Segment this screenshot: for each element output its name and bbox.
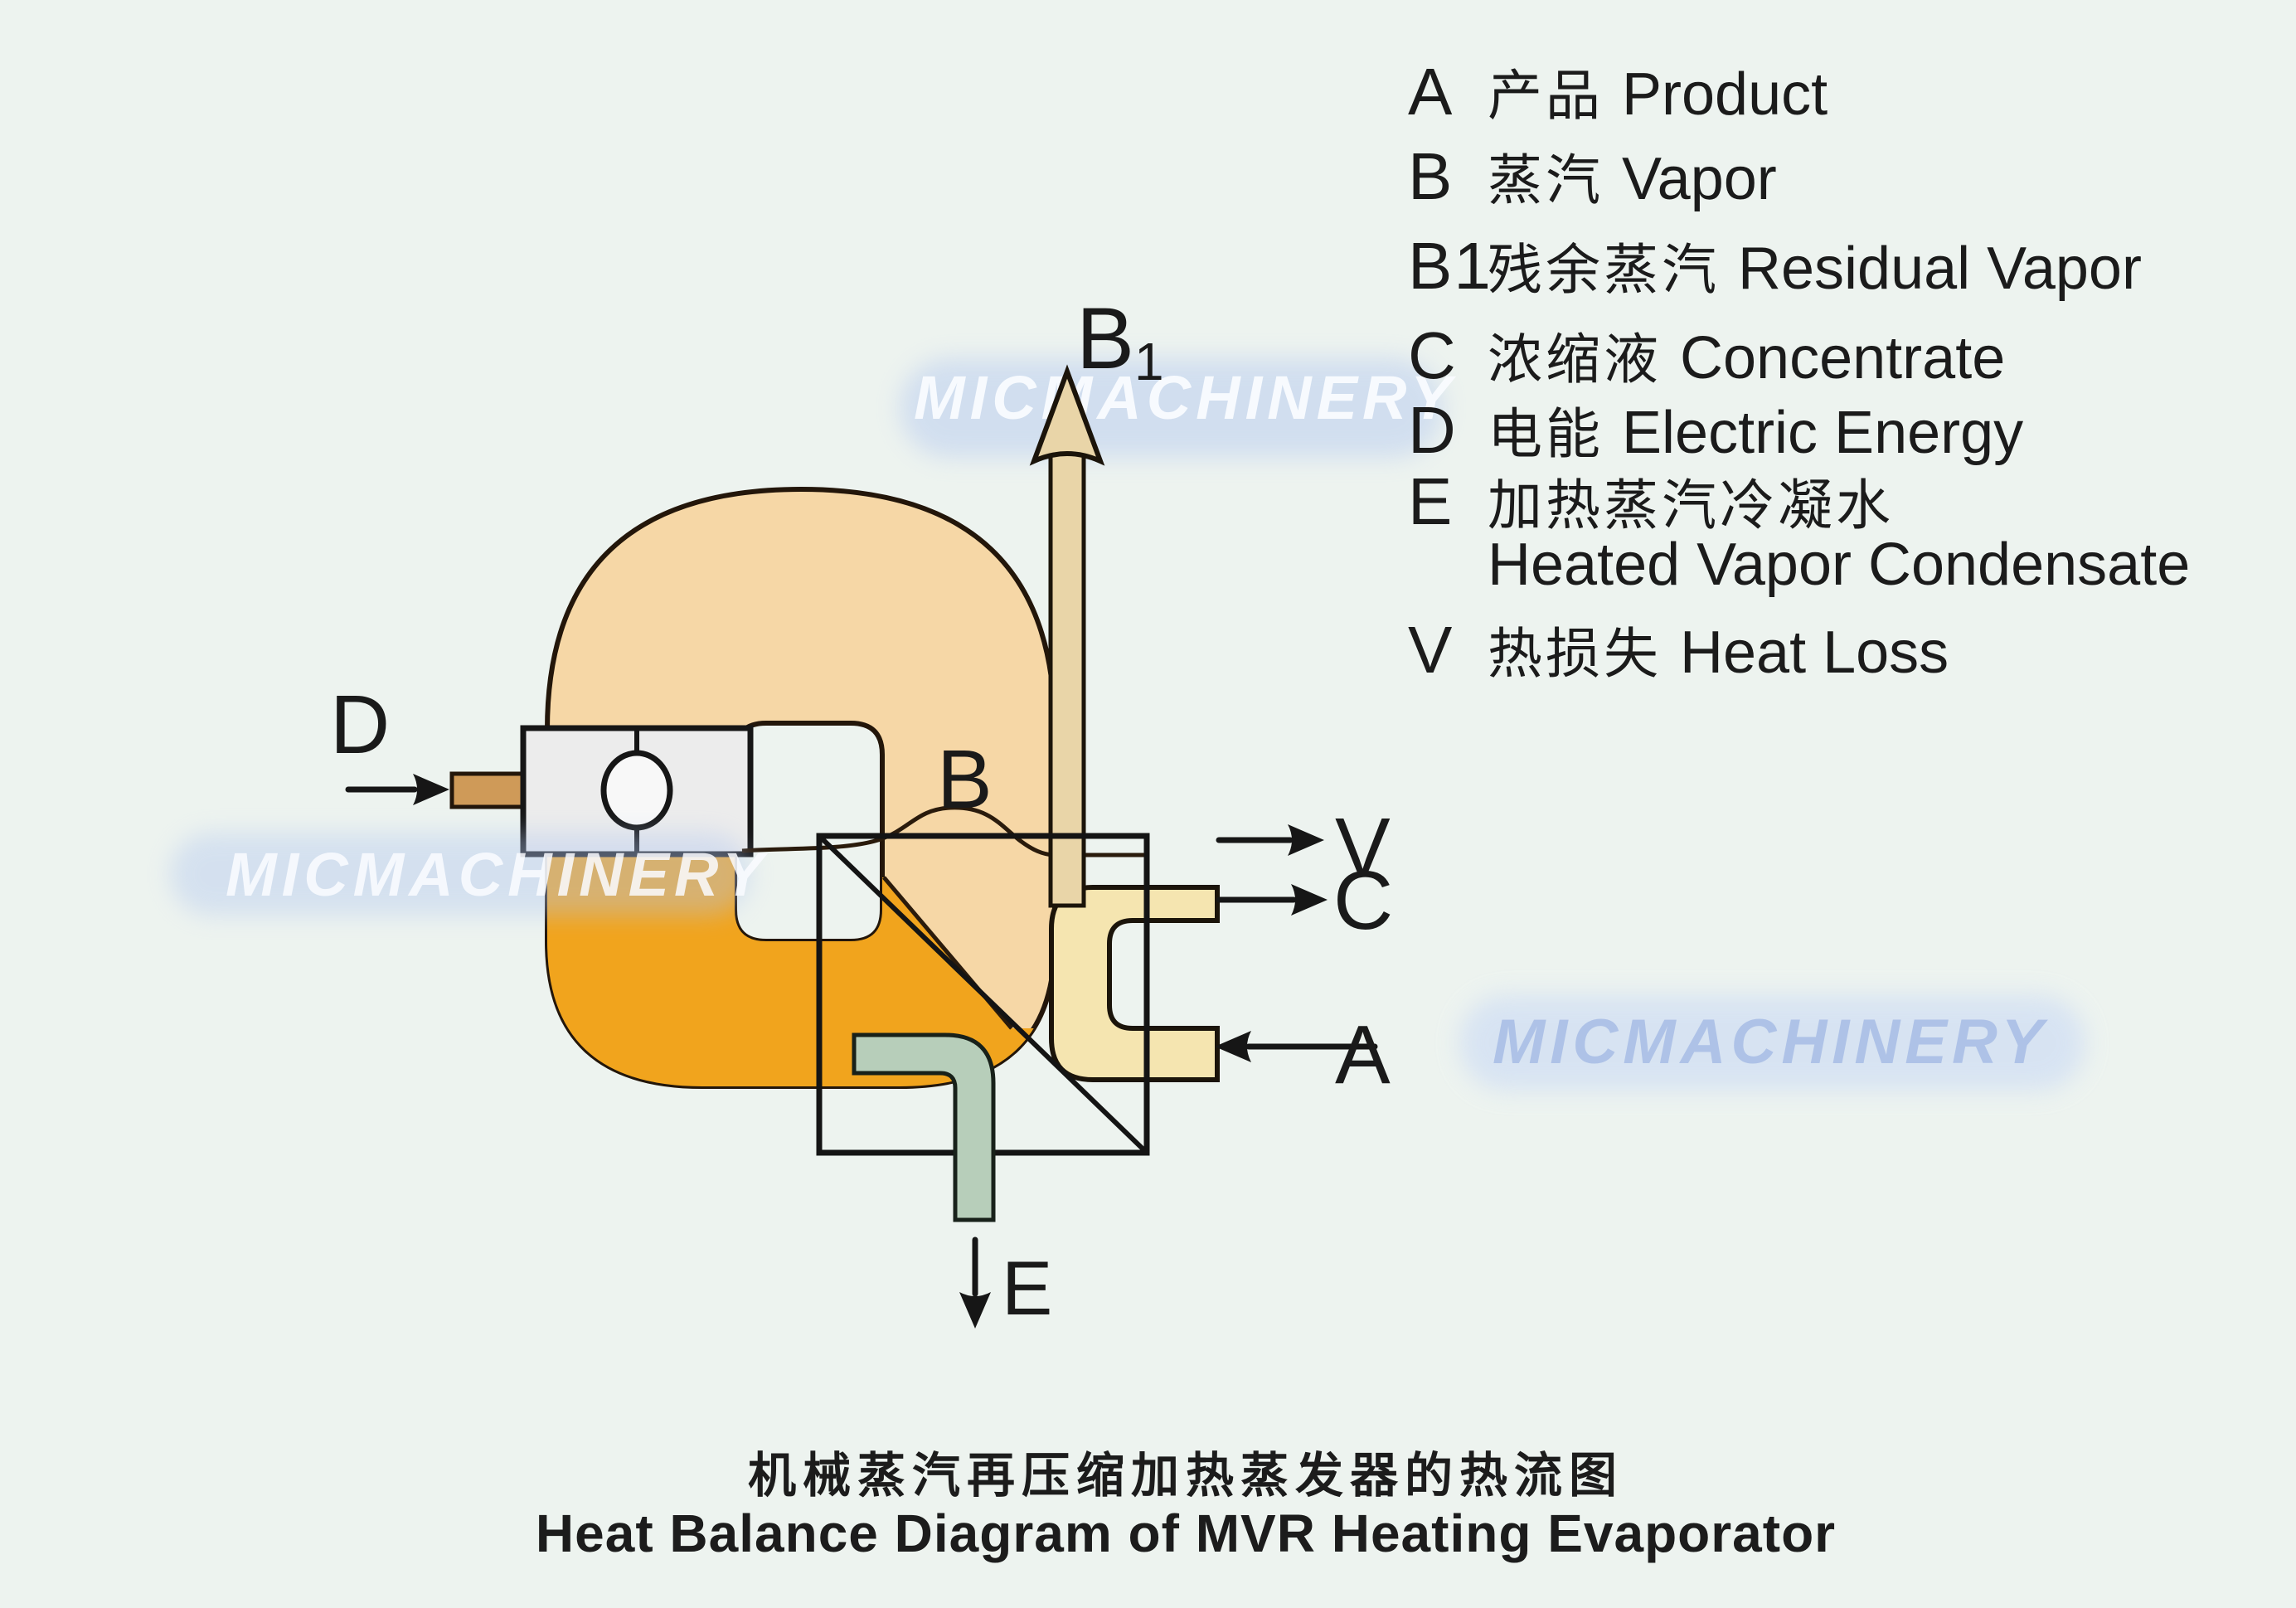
caption-zh: 机械蒸汽再压缩加热蒸发器的热流图 xyxy=(747,1449,1624,1503)
watermark-text: MICMACHINERY xyxy=(914,363,1456,432)
legend-en: Concentrate xyxy=(1680,325,2006,391)
label-b: B xyxy=(937,733,993,826)
legend-row-b: B 蒸汽 Vapor xyxy=(1408,136,1777,216)
a-arrowhead-icon xyxy=(1215,1031,1251,1062)
legend-key: C xyxy=(1408,318,1458,392)
compressor-impeller-icon xyxy=(600,750,673,831)
legend-zh: 蒸汽 xyxy=(1488,149,1604,211)
watermark-band xyxy=(900,358,1443,458)
caption-en: Heat Balance Diagram of MVR Heating Evap… xyxy=(535,1504,1837,1563)
watermarks: MICMACHINERY MICMACHINERY MICMACHINERY xyxy=(170,358,2085,1091)
legend-row-e: E 加热蒸汽冷凝水 xyxy=(1408,461,1912,541)
legend-row-c: C 浓缩液 Concentrate xyxy=(1408,315,2005,395)
label-d: D xyxy=(330,678,390,771)
legend-en: Heat Loss xyxy=(1680,619,1949,686)
legend-zh: 电能 xyxy=(1488,403,1604,464)
legend-row-v: V 热损失 Heat Loss xyxy=(1408,610,1949,689)
label-b1: B1 xyxy=(1076,290,1164,391)
legend-zh: 热损失 xyxy=(1488,623,1662,684)
legend-en: Electric Energy xyxy=(1622,400,2024,466)
legend-zh: 浓缩液 xyxy=(1488,328,1662,390)
legend-en: Residual Vapor xyxy=(1738,236,2142,302)
legend-zh: 残余蒸汽 xyxy=(1488,239,1720,300)
v-arrowhead-icon xyxy=(1288,824,1324,856)
label-c: C xyxy=(1333,854,1393,947)
label-v: V xyxy=(1335,801,1391,894)
legend-key: B1 xyxy=(1408,229,1493,303)
watermark-band xyxy=(170,833,750,916)
heat-exchanger-diagonal xyxy=(818,835,1148,1154)
watermark-text: MICMACHINERY xyxy=(1493,1007,2048,1077)
legend-zh: 产品 xyxy=(1488,65,1604,126)
legend-row-b1: B1 残余蒸汽 Residual Vapor xyxy=(1408,226,2142,305)
legend-row-d: D 电能 Electric Energy xyxy=(1408,390,2023,469)
flow-arrows xyxy=(345,786,1378,1297)
watermark-text: MICMACHINERY xyxy=(226,840,768,909)
legend-row-e-line2: Heated Vapor Condensate xyxy=(1488,532,2191,598)
watermark-band xyxy=(1459,995,2085,1091)
condensate-pipe xyxy=(852,1032,996,1222)
legend-en: Vapor xyxy=(1622,146,1777,212)
label-e: E xyxy=(1002,1246,1052,1331)
residual-vapor-arrowhead-icon xyxy=(1029,364,1105,466)
e-arrowhead-icon xyxy=(959,1292,991,1329)
legend-key: B xyxy=(1408,139,1454,213)
c-arrowhead-icon xyxy=(1291,884,1328,916)
legend-en: Product xyxy=(1622,61,1828,128)
legend-key: V xyxy=(1408,613,1454,687)
flow-arrowheads xyxy=(413,774,1328,1329)
label-a: A xyxy=(1335,1008,1391,1101)
legend-zh: 加热蒸汽冷凝水 xyxy=(1488,474,1894,536)
legend-key: A xyxy=(1408,55,1454,129)
liquid-surface-line xyxy=(741,805,1147,857)
diagram-labels: D B B1 V C A E xyxy=(330,290,1393,1331)
legend-row-a: A 产品 Product xyxy=(1408,51,1828,131)
legend-key: D xyxy=(1408,393,1458,467)
legend-key: E xyxy=(1408,464,1454,538)
d-arrowhead-icon xyxy=(413,774,449,805)
electric-inlet-pipe xyxy=(449,771,533,809)
